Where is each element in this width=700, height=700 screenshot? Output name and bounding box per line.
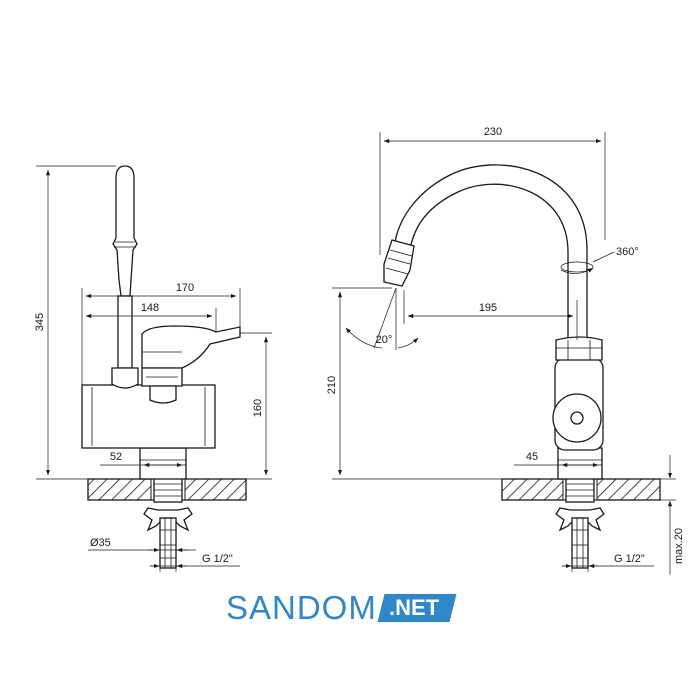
left-spout — [112, 165, 138, 297]
dim-195: 195 — [479, 302, 497, 314]
dim-g12-right: G 1/2" — [614, 553, 645, 565]
dim-d35: Ø35 — [90, 537, 111, 549]
dim-148: 148 — [141, 302, 159, 314]
dim-52: 52 — [110, 451, 122, 463]
brand-tag: .NET — [377, 594, 457, 622]
dim-max20: max.20 — [673, 528, 685, 564]
dim-345: 345 — [34, 313, 46, 331]
left-lever — [141, 325, 241, 369]
right-spout — [394, 164, 588, 338]
left-body — [81, 384, 216, 449]
right-wing-nut — [555, 507, 605, 532]
brand-logo: SANDOM .NET — [226, 588, 457, 628]
right-faucet-view: 230 195 210 360° 20° 45 G 1/2" — [326, 126, 685, 575]
dim-170: 170 — [176, 282, 194, 294]
dim-210: 210 — [326, 376, 338, 394]
dim-160: 160 — [252, 399, 264, 417]
dim-g12-left: G 1/2" — [202, 553, 233, 565]
brand-name: SANDOM — [226, 589, 377, 626]
left-faucet-view: 345 170 148 160 52 Ø35 G 1/2" — [34, 165, 272, 572]
dim-230: 230 — [484, 126, 502, 138]
dim-45: 45 — [526, 451, 538, 463]
dim-360: 360° — [616, 246, 639, 258]
left-wing-nut — [143, 507, 193, 532]
dim-20: 20° — [376, 334, 393, 346]
